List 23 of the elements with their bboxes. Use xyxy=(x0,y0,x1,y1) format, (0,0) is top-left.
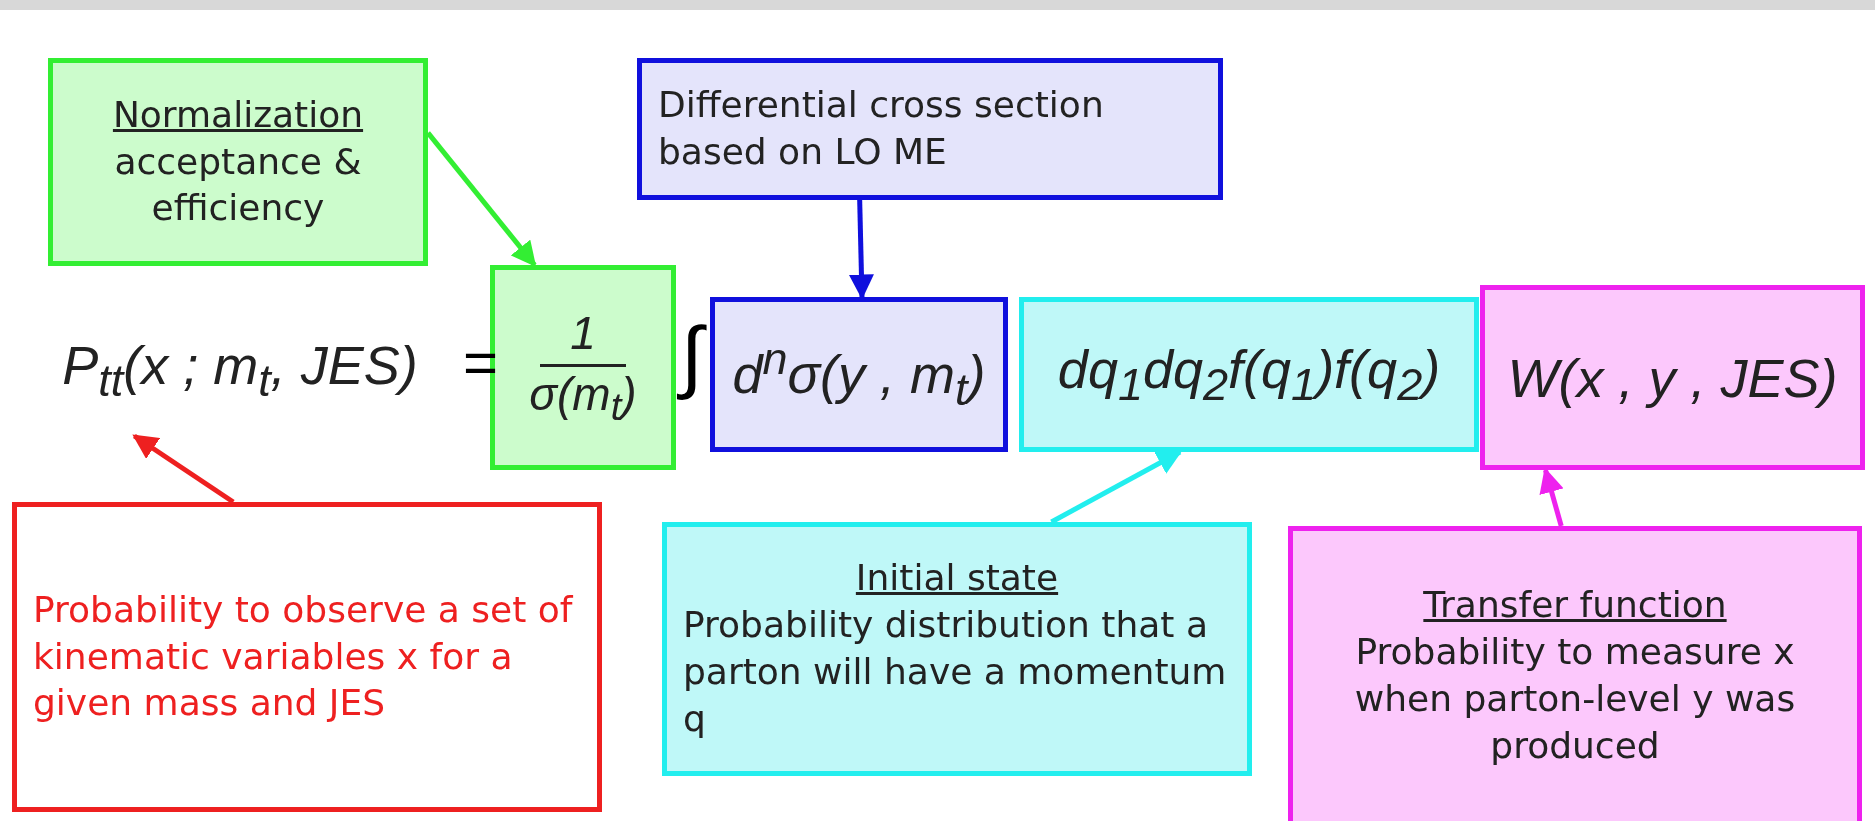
callout-text: Probability to measure x when parton-level y was produced xyxy=(1353,630,1797,768)
callout-box xyxy=(637,58,1223,200)
equation-term-box xyxy=(1019,297,1479,452)
callout-box xyxy=(662,522,1252,776)
equation-term-box xyxy=(710,297,1008,452)
callout-text: Probability distribution that a parton will have a momentum q xyxy=(683,603,1228,741)
callout-text: acceptance & efficiency xyxy=(113,139,363,231)
callout-box xyxy=(12,502,602,812)
callout-heading: Transfer function xyxy=(1423,583,1727,628)
equation-term-box xyxy=(1480,285,1865,470)
callout-text: Probability to observe a set of kinematic variables x for a given mass and JES xyxy=(33,587,574,726)
math-expression: P$_{tt}$(x ; m$_{t}$, JES) xyxy=(62,333,418,407)
math-expression: W(x , y , JES) xyxy=(1507,346,1838,409)
arrow xyxy=(426,131,537,267)
callout-box xyxy=(1288,526,1862,821)
math-expression: dq$_{1}$dq$_{2}$f(q$_{1}$)f(q$_{2}$) xyxy=(1057,338,1441,411)
fraction-denominator: σ(m$_{t}$) xyxy=(529,366,637,430)
callout-text: Differential cross section based on LO ME xyxy=(658,83,1105,174)
callout-heading: Normalization xyxy=(112,92,364,137)
callout-box xyxy=(48,58,428,266)
math-expression: d$^{n}$σ(y , m$_{t}$) xyxy=(732,333,986,416)
fraction-numerator: 1 xyxy=(540,305,626,367)
callout-heading: Initial state xyxy=(855,556,1059,601)
